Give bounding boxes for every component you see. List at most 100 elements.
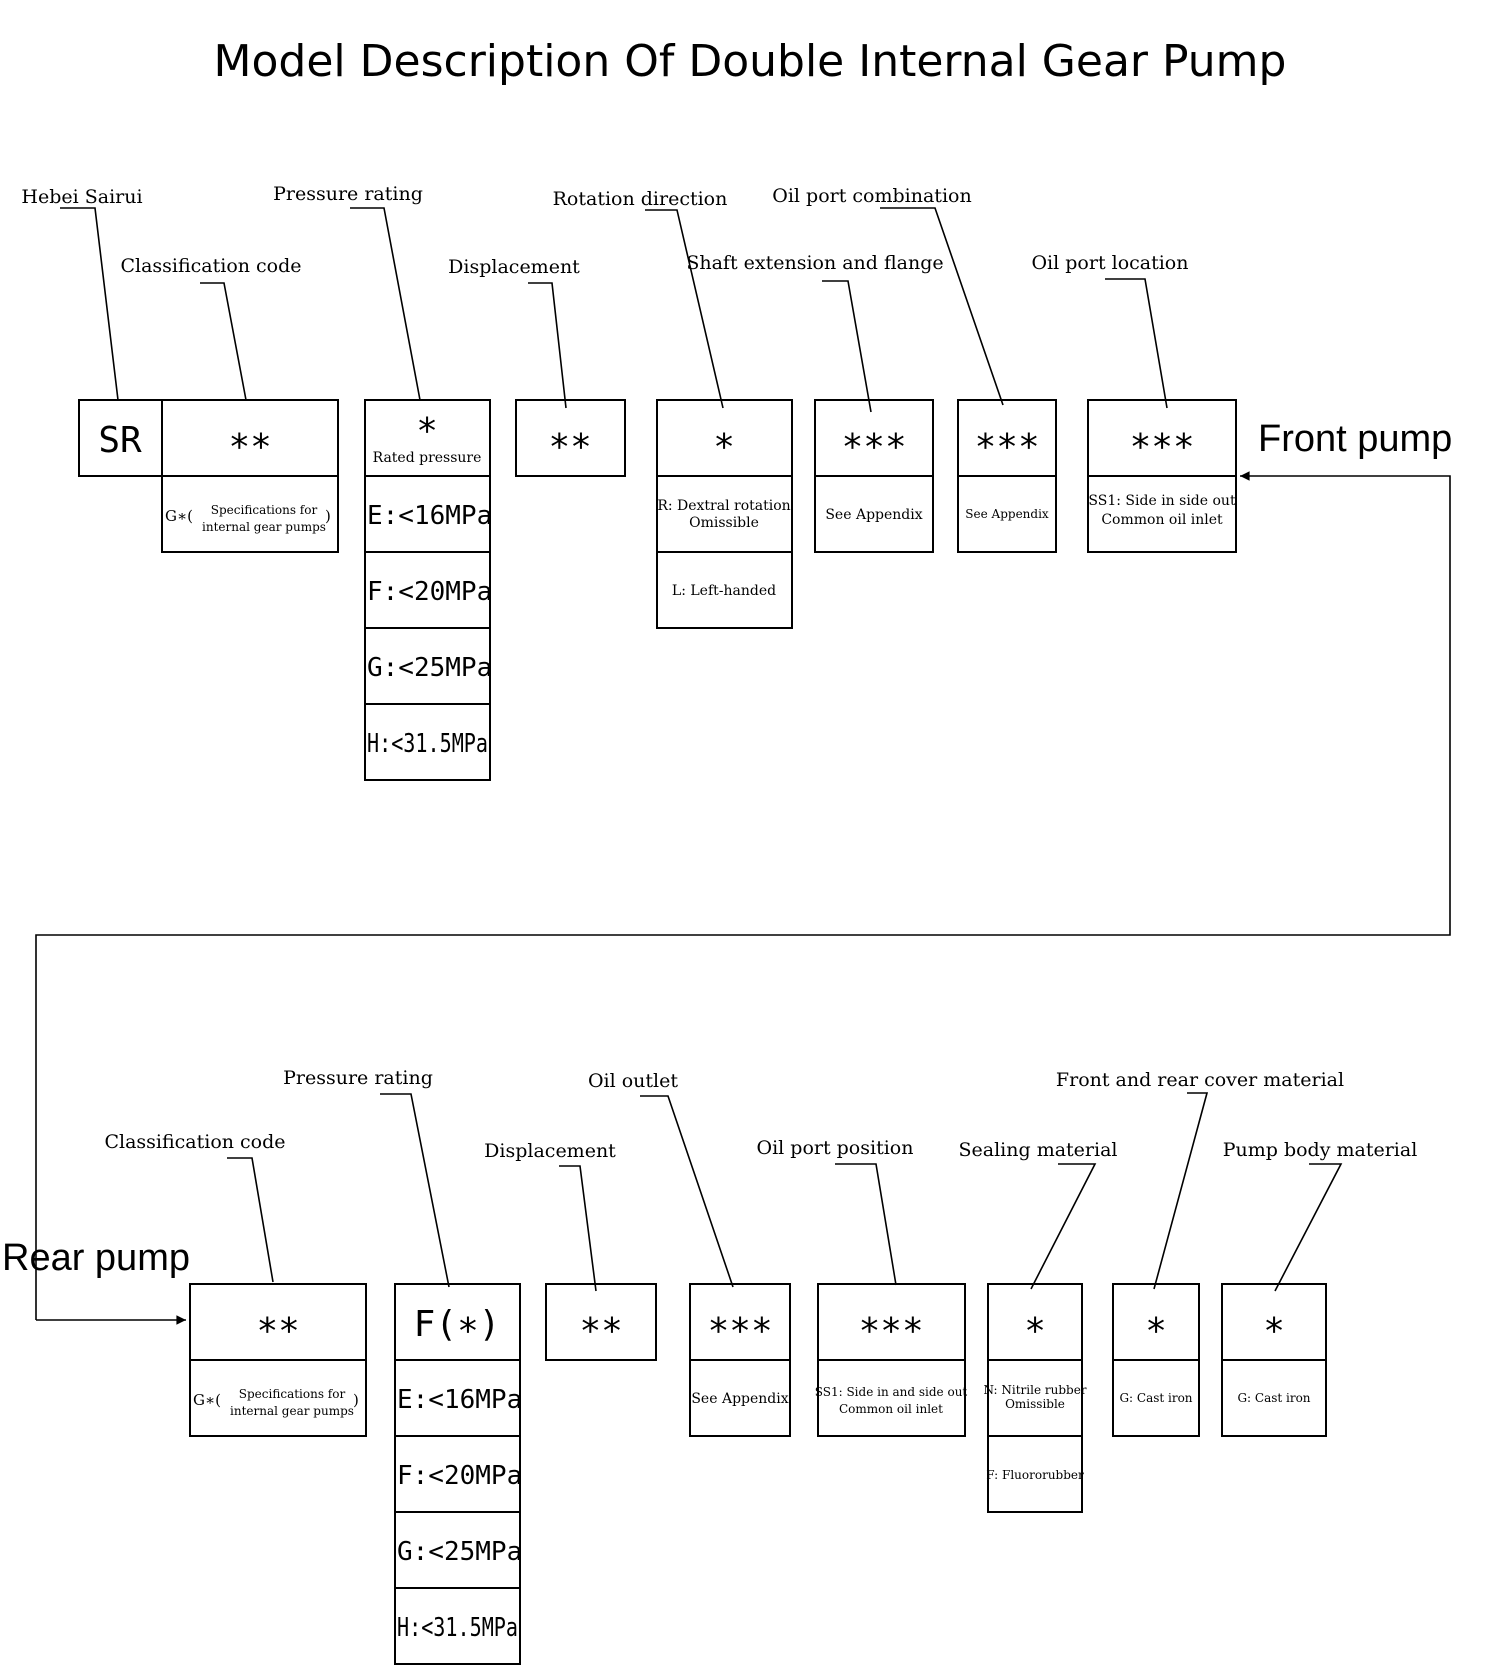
classification-desc-1: Specifications for <box>211 503 318 517</box>
rear-leader-cover <box>1153 1092 1209 1290</box>
rear-leader-position <box>835 1163 897 1286</box>
label-combination: Oil port combination <box>772 185 971 207</box>
rear-box-position-desc <box>817 1359 966 1437</box>
rear-label-pressure: Pressure rating <box>283 1067 433 1089</box>
box-classification-desc <box>161 475 339 553</box>
location-desc-1: SS1: Side in side out <box>1088 493 1236 509</box>
rear-body-desc: G: Cast iron <box>1237 1391 1310 1405</box>
rear-code-position: ∗∗∗ <box>858 1304 923 1345</box>
rear-leader-classification <box>227 1157 274 1283</box>
connector-to-front <box>35 471 1451 1320</box>
pressure-option-f: F:<20MPa <box>367 577 492 607</box>
box-displacement <box>515 399 626 477</box>
rear-pressure-option-g: G:<25MPa <box>397 1537 522 1567</box>
rear-code-classification: ∗∗ <box>256 1304 299 1345</box>
rear-pressure-option-e: E:<16MPa <box>397 1385 522 1415</box>
box-combination-desc <box>957 475 1057 553</box>
rear-outlet-desc: See Appendix <box>691 1391 788 1407</box>
pressure-option-g: G:<25MPa <box>367 653 492 683</box>
label-maker: Hebei Sairui <box>21 186 142 208</box>
rear-code-cover: ∗ <box>1145 1304 1167 1345</box>
rear-label-outlet: Oil outlet <box>588 1070 678 1092</box>
rear-code-displacement: ∗∗ <box>579 1304 622 1345</box>
code-location: ∗∗∗ <box>1129 420 1194 461</box>
pressure-sub: Rated pressure <box>373 450 482 466</box>
code-shaft: ∗∗∗ <box>841 420 906 461</box>
box-shaft-desc <box>814 475 934 553</box>
rear-sealing-option-f: F: Fluororubber <box>986 1468 1084 1482</box>
classification-desc-2: internal gear pumps <box>202 520 326 534</box>
rear-classification-prefix: G∗( <box>193 1391 221 1409</box>
rear-pressure-option-h: H:<31.5MPa <box>397 1613 518 1643</box>
leader-rotation <box>645 209 724 409</box>
code-pressure: ∗ <box>416 404 438 445</box>
rear-box-pressure-h <box>394 1587 521 1665</box>
rear-leader-sealing <box>1030 1163 1097 1290</box>
rear-label-displacement: Displacement <box>484 1140 616 1162</box>
rear-classification-desc-1: Specifications for <box>239 1387 346 1401</box>
label-rotation: Rotation direction <box>553 188 728 210</box>
leader-combination <box>880 207 1004 406</box>
rear-box-outlet-desc <box>689 1359 791 1437</box>
box-location-desc <box>1087 475 1237 553</box>
rear-code-sealing: ∗ <box>1024 1304 1046 1345</box>
rear-code-body: ∗ <box>1263 1304 1285 1345</box>
rotation-option-r2: Omissible <box>689 515 759 531</box>
leader-classification <box>200 282 247 401</box>
classification-suffix: ) <box>325 507 331 525</box>
rear-position-desc-2: Common oil inlet <box>839 1402 943 1416</box>
rear-box-cover-desc <box>1112 1359 1200 1437</box>
code-maker: SR <box>98 420 142 461</box>
shaft-desc: See Appendix <box>825 507 922 523</box>
pressure-option-h: H:<31.5MPa <box>367 729 488 759</box>
label-location: Oil port location <box>1031 252 1188 274</box>
label-displacement: Displacement <box>448 256 580 278</box>
box-rotation-r <box>656 475 793 553</box>
rear-classification-desc-2: internal gear pumps <box>230 1404 354 1418</box>
code-classification: ∗∗ <box>228 420 271 461</box>
leader-shaft <box>822 280 872 413</box>
page-title: Model Description Of Double Internal Gea… <box>214 36 1287 87</box>
front-pump-section: Hebei Sairui Classification code Pressur… <box>21 183 1452 781</box>
leader-maker <box>60 207 119 401</box>
rear-leader-displacement <box>559 1165 597 1292</box>
rear-box-sealing-f <box>987 1435 1083 1513</box>
classification-prefix: G∗( <box>165 507 193 525</box>
code-displacement: ∗∗ <box>548 420 591 461</box>
rear-label-cover: Front and rear cover material <box>1056 1069 1344 1091</box>
leader-location <box>1105 278 1168 409</box>
rear-box-classification-desc <box>189 1359 367 1437</box>
box-rotation-l <box>656 551 793 629</box>
rear-position-desc-1: SS1: Side in and side out <box>815 1385 968 1399</box>
label-classification: Classification code <box>120 255 301 277</box>
rear-leader-pressure <box>380 1093 450 1288</box>
rear-label-body: Pump body material <box>1223 1139 1418 1161</box>
rear-pressure-option-f: F:<20MPa <box>397 1461 522 1491</box>
rear-code-outlet: ∗∗∗ <box>707 1304 772 1345</box>
code-rotation: ∗ <box>713 420 735 461</box>
rear-pump-label: Rear pump <box>2 1237 190 1279</box>
rear-label-classification: Classification code <box>104 1131 285 1153</box>
leader-pressure <box>350 207 421 401</box>
rear-code-pressure: F(∗) <box>414 1304 501 1345</box>
rear-leader-body <box>1274 1163 1343 1292</box>
label-shaft: Shaft extension and flange <box>686 252 943 274</box>
rear-leader-outlet <box>640 1095 734 1288</box>
location-desc-2: Common oil inlet <box>1101 512 1223 528</box>
box-pressure-h <box>364 703 491 781</box>
leader-displacement <box>528 282 567 409</box>
rotation-option-l: L: Left-handed <box>672 583 776 599</box>
rear-label-sealing: Sealing material <box>959 1139 1118 1161</box>
rear-sealing-option-n2: Omissible <box>1005 1397 1065 1411</box>
rear-sealing-option-n1: N: Nitrile rubber <box>983 1383 1086 1397</box>
combination-desc: See Appendix <box>965 507 1049 521</box>
rear-box-body-desc <box>1221 1359 1327 1437</box>
front-pump-label: Front pump <box>1258 418 1452 460</box>
label-pressure: Pressure rating <box>273 183 423 205</box>
rear-classification-suffix: ) <box>353 1391 359 1409</box>
code-combination: ∗∗∗ <box>974 420 1039 461</box>
rotation-option-r1: R: Dextral rotation <box>657 498 790 514</box>
rear-pump-section: Classification code Pressure rating Disp… <box>2 1067 1418 1665</box>
